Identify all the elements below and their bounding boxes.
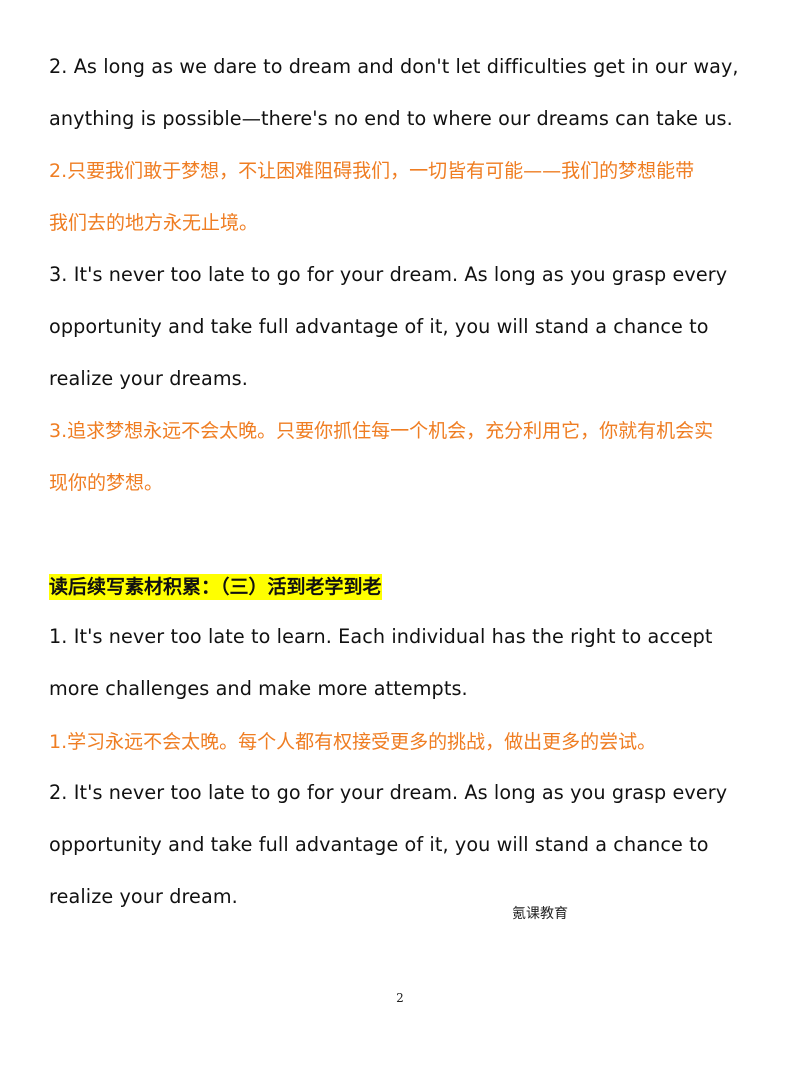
translation-line: 3.追求梦想永远不会太晚。只要你抓住每一个机会，充分利用它，你就有机会实 — [49, 420, 714, 442]
page-number: 2 — [396, 991, 404, 1005]
paragraph-line: opportunity and take full advantage of i… — [49, 833, 709, 856]
paragraph-line: anything is possible—there's no end to w… — [49, 107, 733, 130]
paragraph-line: 3. It's never too late to go for your dr… — [49, 263, 728, 286]
translation-line: 2.只要我们敢于梦想，不让困难阻碍我们，一切皆有可能——我们的梦想能带 — [49, 160, 695, 182]
section-heading-text: 读后续写素材积累：（三）活到老学到老 — [49, 574, 382, 600]
paragraph-line: opportunity and take full advantage of i… — [49, 315, 709, 338]
paragraph-line: realize your dream. — [49, 885, 238, 908]
paragraph-line: 1. It's never too late to learn. Each in… — [49, 625, 713, 648]
watermark-text: 氪课教育 — [512, 906, 568, 922]
paragraph-line: more challenges and make more attempts. — [49, 677, 468, 700]
translation-line: 1.学习永远不会太晚。每个人都有权接受更多的挑战，做出更多的尝试。 — [49, 731, 657, 753]
paragraph-line: 2. It's never too late to go for your dr… — [49, 781, 728, 804]
translation-line: 我们去的地方永无止境。 — [49, 212, 259, 234]
translation-line: 现你的梦想。 — [49, 472, 164, 494]
paragraph-line: 2. As long as we dare to dream and don't… — [49, 55, 739, 78]
section-heading: 读后续写素材积累：（三）活到老学到老 — [49, 572, 760, 602]
paragraph-line: realize your dreams. — [49, 367, 248, 390]
